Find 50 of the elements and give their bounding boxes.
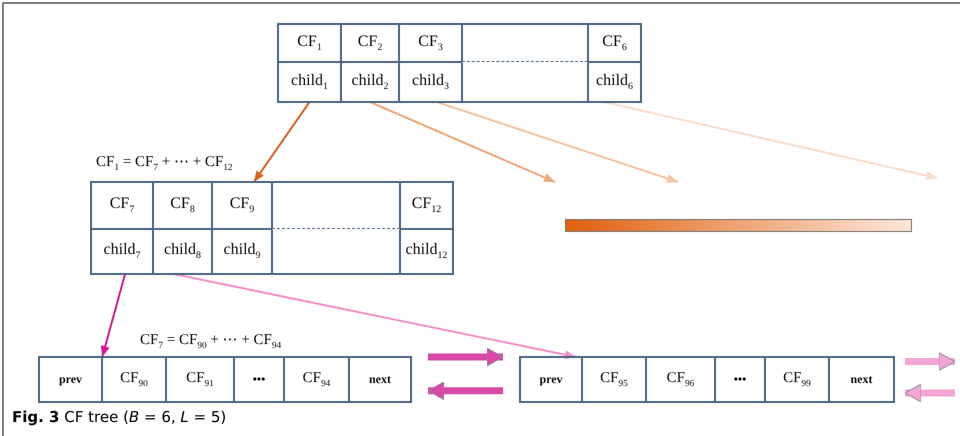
cf-node-table	[39, 357, 411, 402]
entry-cell: next	[829, 357, 894, 402]
entry-cell: CF$_{94}$	[284, 357, 349, 402]
arrow	[100, 274, 126, 358]
arrow	[370, 101, 556, 183]
entry-cell: CF$_{96}$	[646, 357, 715, 402]
arrow	[253, 101, 310, 183]
entry-cell: CF$_{12}$	[400, 182, 453, 229]
entry-cell: child$_{2}$	[341, 62, 399, 102]
gradient-bar	[565, 219, 912, 232]
empty-cell	[462, 24, 588, 62]
entry-cell: •••	[234, 357, 284, 402]
entry-cell: child$_{1}$	[278, 62, 341, 102]
cf-node-table	[520, 357, 894, 402]
entry-cell: CF$_{90}$	[102, 357, 166, 402]
arrow	[173, 273, 576, 360]
entry-cell: prev	[520, 357, 582, 402]
entry-cell: CF$_{2}$	[341, 24, 399, 62]
entry-cell: child$_{7}$	[91, 229, 153, 274]
block-arrow	[904, 384, 955, 402]
block-arrow	[428, 348, 504, 366]
entry-cell: child$_{9}$	[212, 229, 272, 274]
empty-cell	[462, 62, 588, 102]
entry-cell: CF$_{9}$	[212, 182, 272, 229]
entry-cell: CF$_{6}$	[588, 24, 641, 62]
arrow	[604, 101, 938, 180]
entry-cell: next	[349, 357, 411, 402]
entry-cell: CF$_{8}$	[153, 182, 212, 229]
entry-cell: CF$_{91}$	[166, 357, 234, 402]
cf-node-table	[278, 24, 641, 102]
entry-cell: CF$_{99}$	[765, 357, 829, 402]
empty-cell	[272, 182, 400, 229]
entry-cell: •••	[715, 357, 765, 402]
empty-cell	[272, 229, 400, 274]
formula-text: CF$_{1}$ = CF$_{7}$ + ⋯ + CF$_{12}$	[96, 153, 233, 173]
entry-cell: child$_{8}$	[153, 229, 212, 274]
entry-cell: CF$_{3}$	[399, 24, 462, 62]
entry-cell: child$_{12}$	[400, 229, 453, 274]
entry-cell: child$_{3}$	[399, 62, 462, 102]
entry-cell: prev	[39, 357, 102, 402]
arrow	[436, 101, 678, 183]
entry-cell: CF$_{95}$	[582, 357, 646, 402]
entry-cell: child$_{6}$	[588, 62, 641, 102]
block-arrow	[905, 352, 956, 371]
formula-text: CF$_{7}$ = CF$_{90}$ + ⋯ + CF$_{94}$	[140, 331, 282, 351]
block-arrow	[428, 381, 503, 400]
figure-caption: Fig. 3 CF tree (B = 6, L = 5)	[12, 408, 226, 426]
entry-cell: CF$_{7}$	[91, 182, 153, 229]
cf-node-table	[91, 182, 453, 274]
entry-cell: CF$_{1}$	[278, 24, 341, 62]
